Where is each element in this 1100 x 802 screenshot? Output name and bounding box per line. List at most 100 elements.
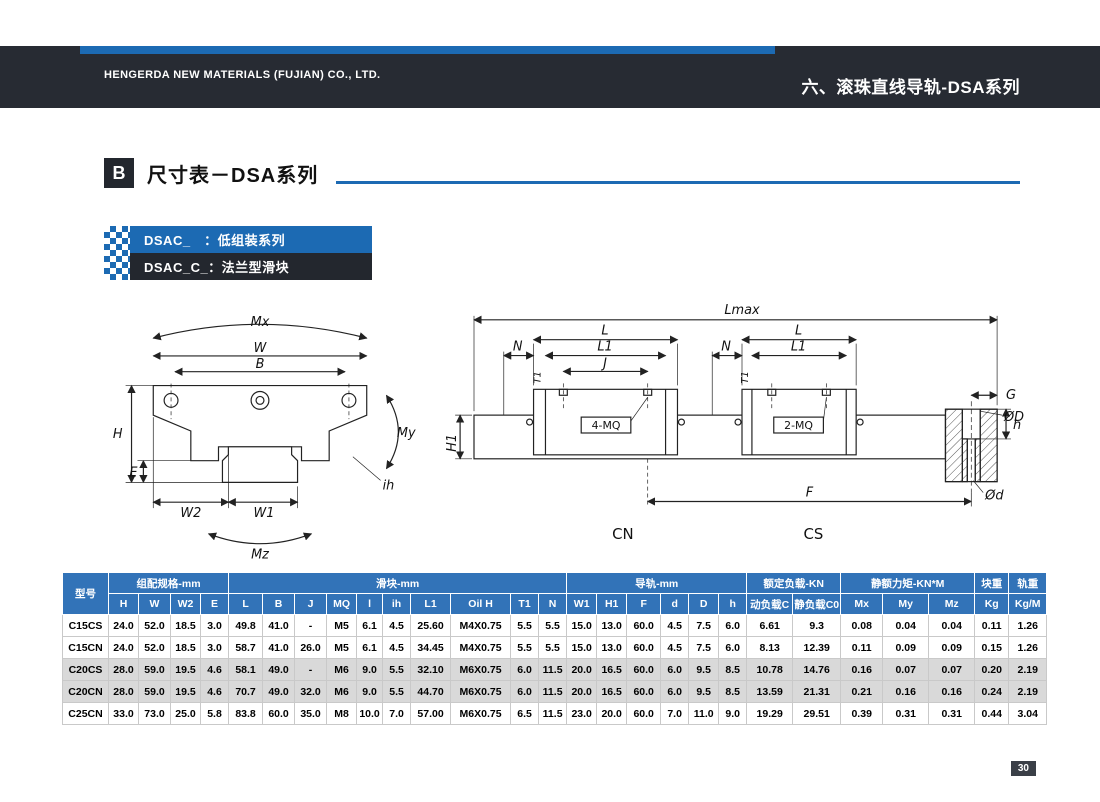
value-cell: 9.0 xyxy=(718,702,748,725)
col-header: My xyxy=(882,593,930,615)
value-cell: 9.5 xyxy=(688,680,720,703)
label-4-mq: 4-MQ xyxy=(592,419,621,432)
value-cell: 26.0 xyxy=(294,636,328,659)
value-cell: 19.5 xyxy=(170,680,201,703)
dim-label-h1: H1 xyxy=(445,434,460,452)
col-header: H xyxy=(108,593,139,615)
value-cell: 5.5 xyxy=(382,658,412,681)
dim-label-big-d: ØD xyxy=(1003,410,1024,425)
value-cell: - xyxy=(294,658,328,681)
catalog-section-title: 六、滚珠直线导轨-DSA系列 xyxy=(801,78,1020,97)
value-cell: 60.0 xyxy=(626,636,662,659)
col-header-model: 型号 xyxy=(62,572,109,615)
model-cell: C25CN xyxy=(62,702,109,725)
value-cell: M4X0.75 xyxy=(450,614,512,637)
value-cell: 5.5 xyxy=(510,636,540,659)
group-header: 导轨-mm xyxy=(566,572,748,594)
model-cell: C20CN xyxy=(62,680,109,703)
group-header: 组配规格-mm xyxy=(107,572,230,594)
col-header: N xyxy=(538,593,568,615)
col-header: Mx xyxy=(840,593,884,615)
value-cell: 4.5 xyxy=(660,614,690,637)
value-cell: 59.0 xyxy=(138,658,171,681)
value-cell: 6.0 xyxy=(660,658,690,681)
value-cell: 0.04 xyxy=(882,614,930,637)
value-cell: 6.1 xyxy=(356,636,384,659)
value-cell: 19.29 xyxy=(746,702,794,725)
dim-label-small-d: Ød xyxy=(984,488,1004,503)
value-cell: 6.0 xyxy=(660,680,690,703)
value-cell: 21.31 xyxy=(792,680,842,703)
model-cell: C15CN xyxy=(62,636,109,659)
dim-label-g: G xyxy=(1006,388,1016,403)
value-cell: 0.44 xyxy=(974,702,1010,725)
value-cell: 6.61 xyxy=(746,614,794,637)
value-cell: 0.09 xyxy=(928,636,976,659)
col-header: 静负载C0 xyxy=(792,593,842,615)
value-cell: 0.08 xyxy=(840,614,884,637)
value-cell: 11.0 xyxy=(688,702,720,725)
value-cell: - xyxy=(294,614,328,637)
value-cell: 73.0 xyxy=(138,702,171,725)
value-cell: M6 xyxy=(326,658,358,681)
dim-label-t1-left: T1 xyxy=(533,371,544,383)
value-cell: 0.16 xyxy=(882,680,930,703)
value-cell: 44.70 xyxy=(410,680,452,703)
value-cell: 4.6 xyxy=(199,658,230,681)
value-cell: 4.5 xyxy=(382,614,412,637)
value-cell: 18.5 xyxy=(170,636,201,659)
side-view-diagram: Lmax H1 N L L1 J T1 N L L1 T1 G ØD h Ød … xyxy=(445,303,1024,543)
dim-label-small-h: h xyxy=(1013,418,1021,433)
value-cell: 4.5 xyxy=(660,636,690,659)
dim-label-mx: Mx xyxy=(251,315,270,330)
value-cell: M5 xyxy=(326,636,358,659)
dim-label-w: W xyxy=(254,341,268,356)
col-header: W xyxy=(138,593,171,615)
value-cell: 0.15 xyxy=(974,636,1010,659)
value-cell: 57.00 xyxy=(410,702,452,725)
dim-label-w2: W2 xyxy=(180,506,201,521)
dim-label-h: H xyxy=(113,427,123,442)
value-cell: M6 xyxy=(326,680,358,703)
value-cell: 0.16 xyxy=(928,680,976,703)
section-rule xyxy=(336,181,1020,184)
value-cell: 5.5 xyxy=(510,614,540,637)
value-cell: 33.0 xyxy=(108,702,139,725)
value-cell: M6X0.75 xyxy=(450,658,512,681)
value-cell: 24.0 xyxy=(108,636,139,659)
group-header: 静额力矩-KN*M xyxy=(840,572,976,594)
value-cell: 0.11 xyxy=(974,614,1010,637)
value-cell: 28.0 xyxy=(108,680,139,703)
dim-label-e: E xyxy=(129,465,138,480)
dim-label-n-right: N xyxy=(721,340,731,355)
value-cell: 60.0 xyxy=(626,658,662,681)
value-cell: 10.78 xyxy=(746,658,794,681)
value-cell: 23.0 xyxy=(566,702,598,725)
value-cell: 59.0 xyxy=(138,680,171,703)
col-header: W2 xyxy=(170,593,201,615)
value-cell: 41.0 xyxy=(262,614,296,637)
value-cell: M6X0.75 xyxy=(450,702,512,725)
value-cell: 18.5 xyxy=(170,614,201,637)
value-cell: 13.0 xyxy=(596,636,628,659)
value-cell: 32.10 xyxy=(410,658,452,681)
value-cell: 49.8 xyxy=(228,614,264,637)
col-header: F xyxy=(626,593,662,615)
value-cell: 0.20 xyxy=(974,658,1010,681)
value-cell: 5.5 xyxy=(538,614,568,637)
value-cell: 15.0 xyxy=(566,636,598,659)
group-header: 滑块-mm xyxy=(228,572,568,594)
value-cell: 8.5 xyxy=(718,658,748,681)
value-cell: 10.0 xyxy=(356,702,384,725)
col-header: Kg/M xyxy=(1008,593,1048,615)
dim-label-l1-right: L1 xyxy=(791,340,806,355)
label-cs-type: CS xyxy=(804,525,824,543)
value-cell: M4X0.75 xyxy=(450,636,512,659)
value-cell: M8 xyxy=(326,702,358,725)
value-cell: 58.1 xyxy=(228,658,264,681)
dim-label-l-right: L xyxy=(795,324,802,339)
front-view-diagram: Mx W B H E W2 W1 My ih Mz xyxy=(113,315,416,562)
company-name: HENGERDA NEW MATERIALS (FUJIAN) CO., LTD… xyxy=(104,69,381,81)
